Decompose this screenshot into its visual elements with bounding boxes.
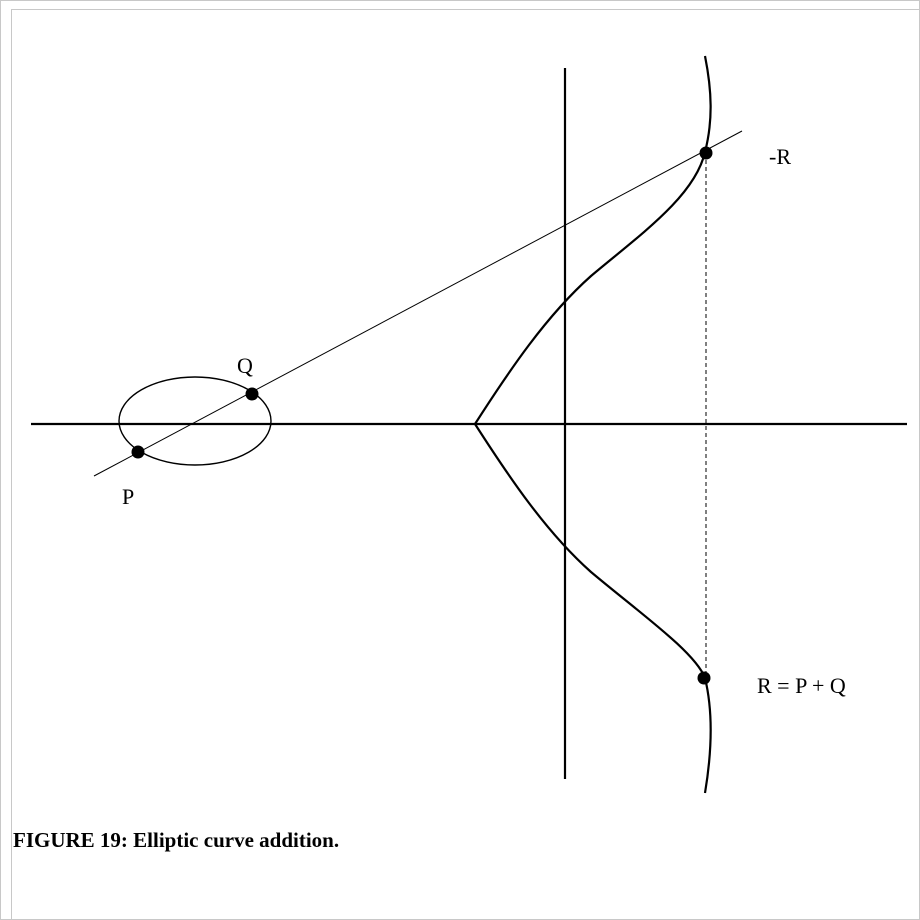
label-r-sum: R = P + Q <box>757 673 846 698</box>
point-r <box>697 671 711 685</box>
figure-inner-border <box>11 9 920 920</box>
point-q <box>245 387 259 401</box>
label-q: Q <box>237 353 253 378</box>
label-neg-r: -R <box>769 144 791 169</box>
curve-oval-component <box>118 376 272 466</box>
point-neg-r <box>699 146 713 160</box>
label-p: P <box>122 484 134 509</box>
secant-line <box>93 130 743 477</box>
point-p <box>131 445 145 459</box>
figure-caption: FIGURE 19: Elliptic curve addition. <box>13 828 340 852</box>
